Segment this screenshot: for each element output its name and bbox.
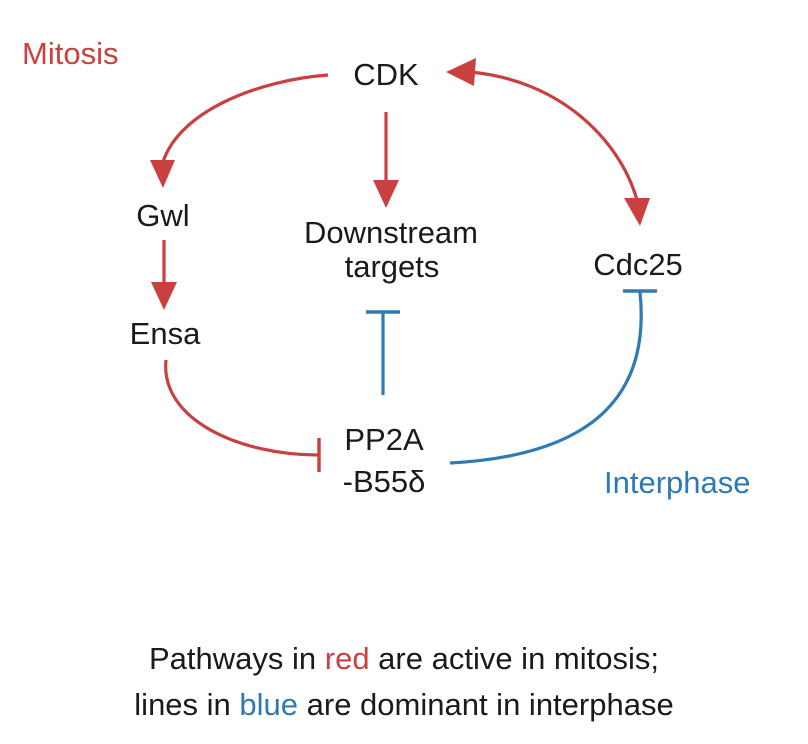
node-ensa: Ensa bbox=[130, 316, 201, 351]
edge-pp2a-inhibits-cdc25 bbox=[449, 291, 643, 465]
caption-line2-after: are dominant in interphase bbox=[298, 687, 674, 722]
node-gwl: Gwl bbox=[136, 198, 189, 233]
edge-ensa-inhibits-pp2a bbox=[164, 359, 319, 457]
mitosis-label: Mitosis bbox=[22, 36, 118, 71]
edge-cdk-cdc25 bbox=[469, 70, 639, 201]
caption-blue-word: blue bbox=[239, 687, 298, 722]
arrowhead-gwl bbox=[150, 160, 175, 188]
node-cdc25: Cdc25 bbox=[593, 247, 683, 282]
caption-line1-after: are active in mitosis; bbox=[370, 641, 659, 676]
caption-line1-before: Pathways in bbox=[149, 641, 325, 676]
node-cdk: CDK bbox=[353, 57, 419, 92]
caption-line1: Pathways in red are active in mitosis; bbox=[149, 641, 659, 676]
caption-red-word: red bbox=[325, 641, 370, 676]
node-downstream-line2: targets bbox=[345, 249, 440, 284]
arrowhead-downstream bbox=[373, 180, 399, 208]
node-pp2a-line1: PP2A bbox=[344, 422, 424, 457]
node-downstream-line1: Downstream bbox=[304, 215, 478, 250]
caption-line2-before: lines in bbox=[134, 687, 239, 722]
interphase-label: Interphase bbox=[604, 465, 751, 500]
node-pp2a-line2: -B55δ bbox=[343, 464, 426, 499]
arrowhead-ensa bbox=[151, 282, 177, 310]
edge-cdk-to-gwl bbox=[161, 73, 329, 163]
arrowhead-cdk bbox=[446, 58, 476, 86]
caption-line2: lines in blue are dominant in interphase bbox=[134, 687, 673, 722]
arrowhead-cdc25 bbox=[624, 198, 650, 226]
